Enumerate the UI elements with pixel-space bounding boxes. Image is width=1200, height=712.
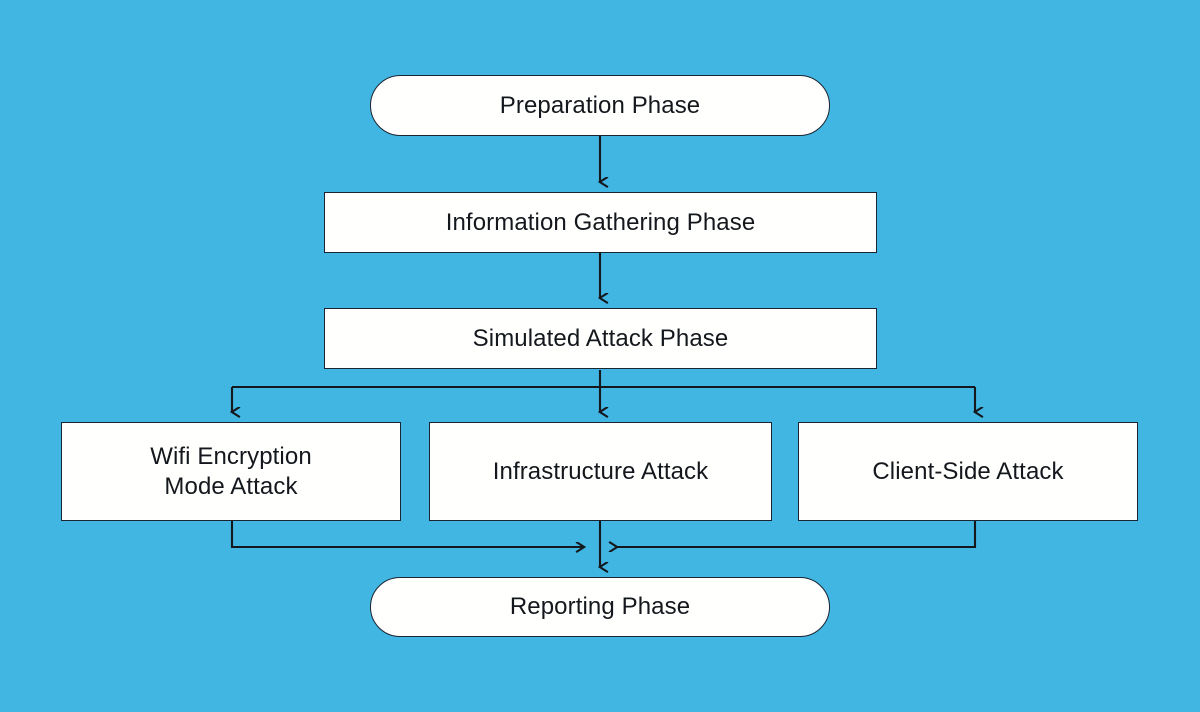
node-information-gathering-phase[interactable]: Information Gathering Phase (324, 192, 877, 253)
edge-wifi-to-reporting (230, 521, 584, 547)
node-preparation-phase[interactable]: Preparation Phase (370, 75, 830, 136)
node-reporting-phase[interactable]: Reporting Phase (370, 577, 830, 637)
node-wifi-encryption-mode-attack[interactable]: Wifi Encryption Mode Attack (61, 422, 401, 521)
node-simulated-attack-phase[interactable]: Simulated Attack Phase (324, 308, 877, 369)
edge-client-side-to-reporting (617, 521, 977, 547)
node-client-side-attack[interactable]: Client-Side Attack (798, 422, 1138, 521)
node-infrastructure-attack[interactable]: Infrastructure Attack (429, 422, 772, 521)
